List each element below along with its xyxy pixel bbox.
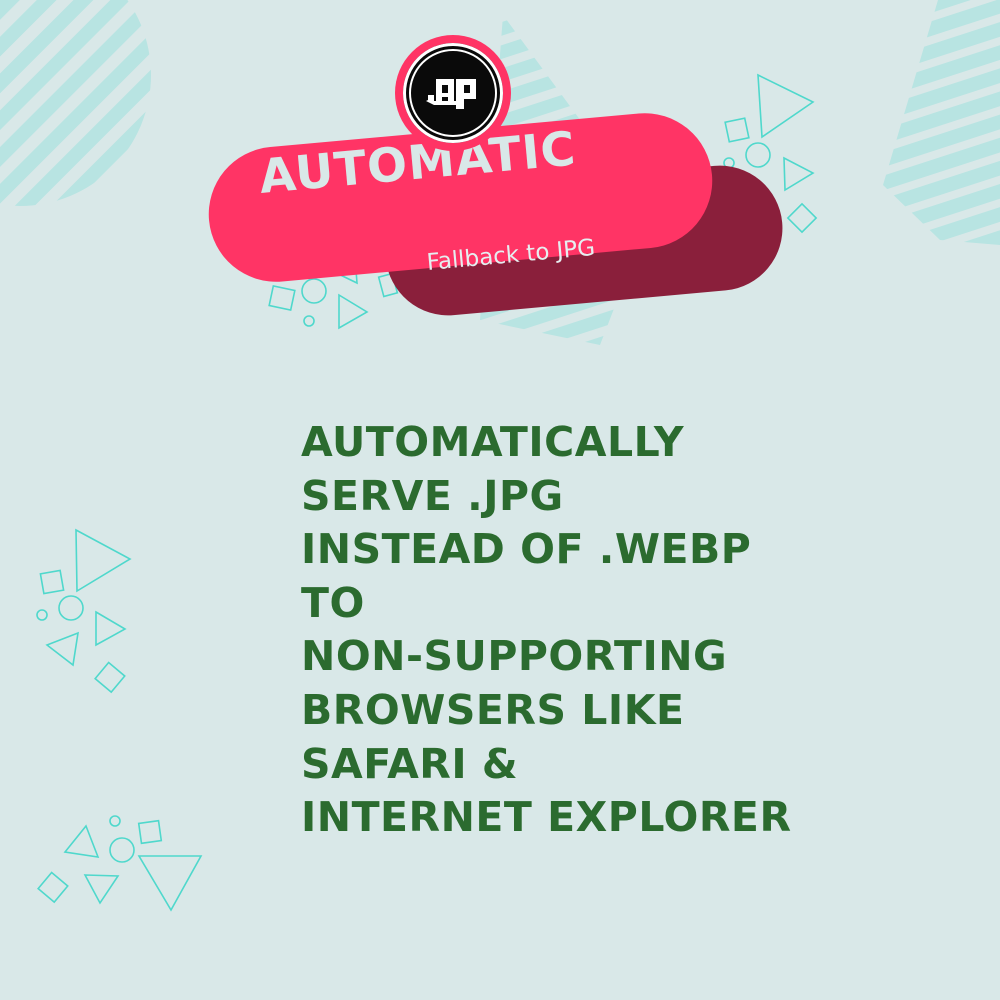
striped-circle-top-left [0,0,151,206]
triangle-icon [45,631,80,667]
circle-icon [109,815,121,827]
description-line: TO [301,578,365,627]
triangle-icon [83,874,120,905]
logo-badge [395,35,511,151]
triangle-icon [63,824,100,858]
description-line: INSTEAD OF .WEBP [301,525,752,574]
circle-icon [109,837,135,863]
triangle-icon [338,293,369,330]
circle-icon [58,595,84,621]
diamond-icon [786,202,818,234]
square-icon [268,284,296,312]
description-line: SAFARI & [301,739,519,788]
triangle-icon [757,73,815,139]
triangle-icon [75,528,132,593]
circle-icon [745,142,771,168]
square-icon [39,569,65,595]
triangle-icon [137,855,203,912]
ap-glyph-icon [426,79,476,109]
description-line: AUTOMATICALLY [301,418,685,466]
striped-triangle-top-right [883,0,1000,245]
description-line: INTERNET EXPLORER [301,793,792,842]
triangle-icon [95,610,127,647]
description-line: SERVE .JPG [301,471,564,520]
square-icon [724,117,750,143]
description-line: NON-SUPPORTING [301,632,728,681]
circle-icon [301,278,327,304]
circle-icon [303,315,315,327]
square-icon [137,819,163,845]
feature-description: AUTOMATICALLY SERVE .JPG INSTEAD OF .WEB… [301,416,792,845]
triangle-icon [783,156,815,192]
diamond-icon [94,661,126,694]
diamond-icon [37,871,69,904]
description-line: BROWSERS LIKE [301,685,685,734]
circle-icon [36,609,48,621]
ap-logo-icon [403,43,503,143]
